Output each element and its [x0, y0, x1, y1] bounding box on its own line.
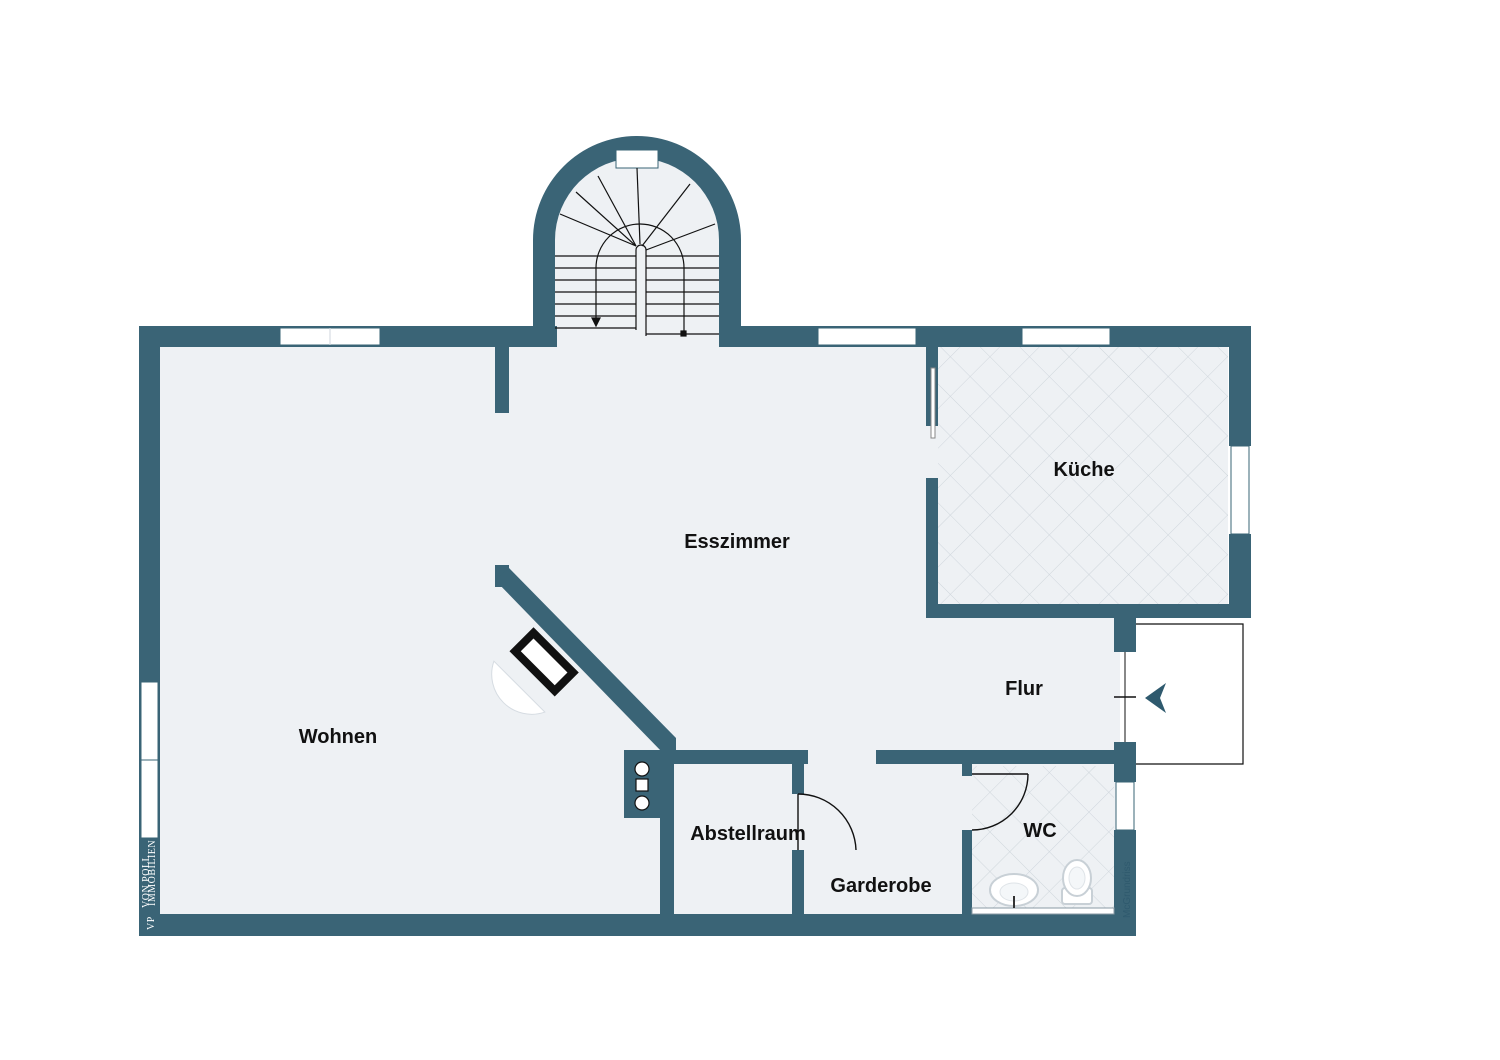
window — [817, 327, 917, 346]
floor-areas — [160, 158, 1228, 916]
storage-door — [797, 793, 857, 851]
stove-icon — [634, 761, 650, 811]
room-labels: Wohnen Esszimmer Küche Flur Abstellraum … — [299, 459, 1115, 897]
room-label-flur: Flur — [1005, 678, 1043, 700]
logo-monogram: VP — [146, 916, 157, 930]
sink-icon — [989, 873, 1039, 908]
room-label-abstellraum: Abstellraum — [690, 823, 806, 845]
entrance-arrow-icon — [1145, 683, 1166, 713]
logo-sub: IMMOBILIEN — [147, 840, 158, 906]
room-label-esszimmer: Esszimmer — [684, 531, 790, 553]
logo-name: VON POLL — [141, 855, 152, 908]
staircase-icon — [555, 167, 719, 337]
wc-fixtures — [971, 859, 1115, 915]
window — [1115, 781, 1135, 831]
credit-label: McGrundriss — [1122, 861, 1133, 918]
fireplace-icon — [491, 627, 579, 715]
entrance — [1114, 623, 1244, 765]
kitchen-sliding-door — [930, 367, 936, 439]
room-label-kueche: Küche — [1053, 459, 1114, 481]
stair-tower-floor — [555, 158, 719, 346]
toilet-icon — [1061, 859, 1093, 905]
kitchen-tile-floor — [938, 346, 1228, 604]
windows — [140, 149, 1250, 839]
window — [1230, 445, 1250, 535]
wc-door — [971, 773, 1029, 831]
window — [1021, 327, 1111, 346]
window — [615, 149, 659, 169]
room-label-garderobe: Garderobe — [830, 875, 931, 897]
von-poll-logo: VP VON POLL IMMOBILIEN — [141, 840, 158, 930]
room-label-wc: WC — [1023, 820, 1056, 842]
room-label-wohnen: Wohnen — [299, 726, 378, 748]
